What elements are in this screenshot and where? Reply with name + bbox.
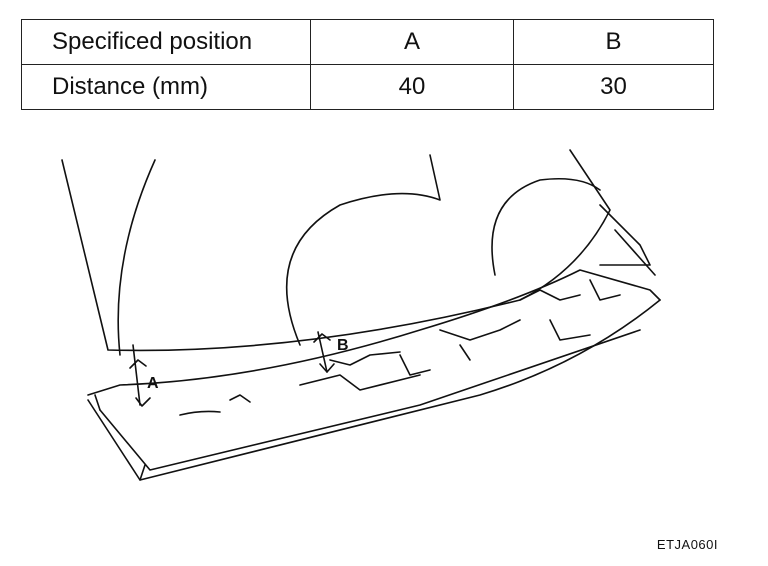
hood-illustration: A B <box>61 149 661 481</box>
dimension-a-line <box>132 344 141 406</box>
header-b: B <box>513 19 714 65</box>
header-position: Specificed position <box>21 19 311 65</box>
hood-crease <box>285 154 441 346</box>
cowl-upper <box>87 269 661 396</box>
figure-code: ETJA060I <box>656 537 718 552</box>
cowl-lower <box>87 299 661 481</box>
hood-inner-curve-left <box>117 159 156 356</box>
dimension-b-line <box>317 331 328 373</box>
row-distance-b: 30 <box>513 64 714 110</box>
hood-inner-curve-right <box>491 177 601 276</box>
header-a: A <box>310 19 514 65</box>
label-a: A <box>147 375 159 392</box>
spec-table: Specificed position A B Distance (mm) 40… <box>21 19 714 110</box>
label-b: B <box>337 337 349 354</box>
cowl-front-face <box>99 329 641 471</box>
table-row: Distance (mm) 40 30 <box>21 64 714 110</box>
hood-outline <box>61 149 611 352</box>
row-distance-a: 40 <box>310 64 514 110</box>
table-header-row: Specificed position A B <box>21 19 714 65</box>
row-distance-label: Distance (mm) <box>21 64 311 110</box>
